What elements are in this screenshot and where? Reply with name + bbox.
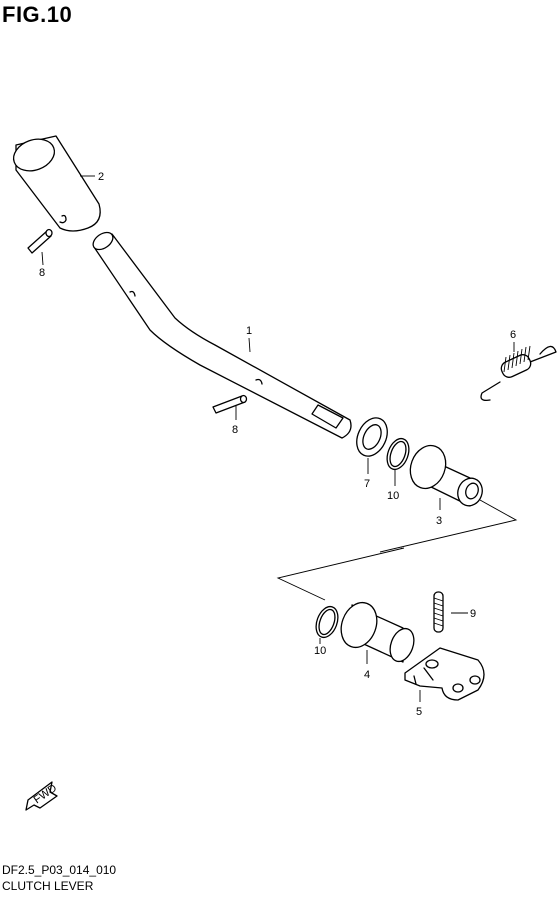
callout-2: 2 bbox=[98, 171, 104, 183]
callout-10-lower: 10 bbox=[314, 645, 326, 657]
callout-4: 4 bbox=[364, 669, 370, 681]
part-4-bushing[interactable] bbox=[335, 598, 418, 665]
part-10-oring-upper[interactable] bbox=[383, 436, 413, 473]
part-8-pin-lower[interactable] bbox=[212, 394, 248, 414]
part-8-pin-upper[interactable] bbox=[27, 228, 53, 254]
callout-8-upper: 8 bbox=[39, 267, 45, 279]
part-1-lever-rod[interactable] bbox=[90, 229, 352, 439]
drawing-code: DF2.5_P03_014_010 bbox=[2, 863, 117, 877]
callout-leaders bbox=[41, 175, 515, 702]
leader-line-reposition bbox=[276, 499, 518, 601]
callout-6: 6 bbox=[510, 329, 516, 341]
part-10-oring-lower[interactable] bbox=[312, 604, 342, 641]
figure-caption: CLUTCH LEVER bbox=[2, 879, 94, 893]
callout-10-upper: 10 bbox=[387, 490, 399, 502]
callout-3: 3 bbox=[436, 515, 442, 527]
callout-9: 9 bbox=[470, 608, 476, 620]
callout-8-lower: 8 bbox=[232, 424, 238, 436]
callout-5: 5 bbox=[416, 706, 422, 718]
part-6-spring[interactable] bbox=[480, 345, 557, 401]
part-5-bracket[interactable] bbox=[404, 647, 485, 701]
part-3-bushing[interactable] bbox=[405, 441, 487, 510]
figure-title: FIG.10 bbox=[2, 2, 73, 27]
part-7-washer[interactable] bbox=[351, 413, 393, 461]
callout-1: 1 bbox=[246, 325, 252, 337]
callout-7: 7 bbox=[364, 478, 370, 490]
part-2-grip[interactable] bbox=[9, 134, 101, 232]
part-9-spring-pin[interactable] bbox=[433, 591, 444, 633]
fwd-arrow-icon: FWD bbox=[25, 781, 59, 811]
